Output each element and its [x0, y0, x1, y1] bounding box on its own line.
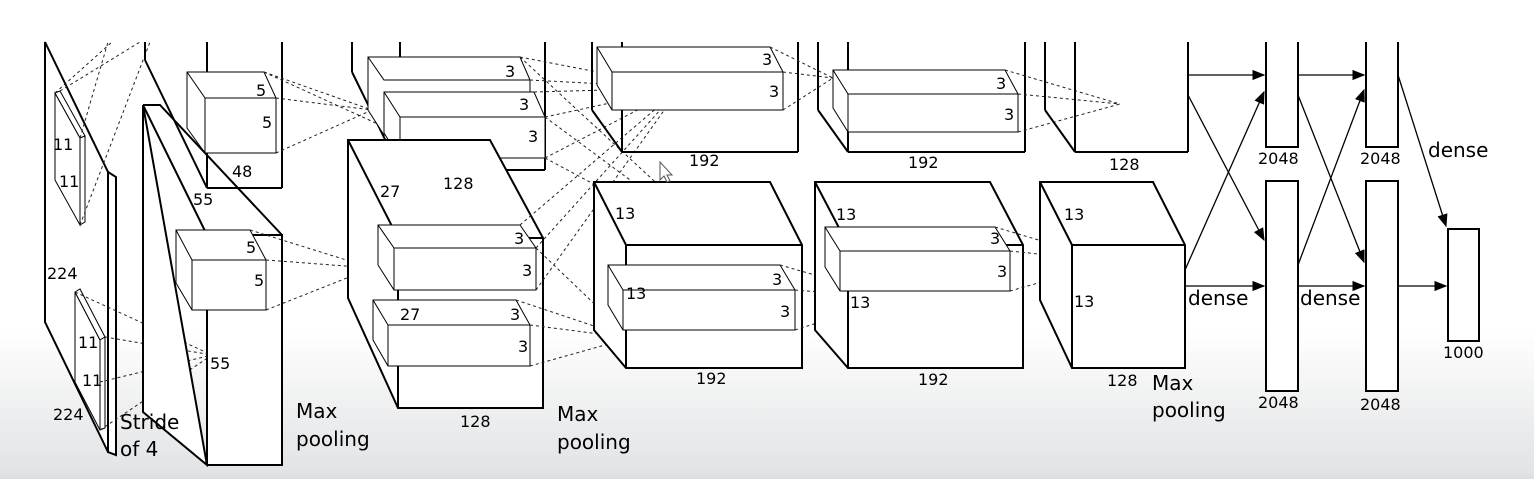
- conv1-kernel-label: 5: [262, 113, 272, 132]
- fc6-layer: [1265, 42, 1299, 392]
- conv2-kernel-label: 3: [518, 337, 528, 356]
- conv4-kernel-label: 3: [997, 262, 1007, 281]
- output-layer: [1447, 228, 1480, 342]
- conv2-depth-label: 128: [443, 174, 474, 193]
- conv1-output-side-label: 55: [210, 354, 230, 373]
- conv1-kernel-label: 5: [254, 271, 264, 290]
- conv2-kernel-label: 3: [528, 127, 538, 146]
- fc7-size-label: 2048: [1360, 149, 1401, 168]
- fc7-layer: [1365, 42, 1399, 392]
- conv3-kernel-label: 3: [780, 302, 790, 321]
- conv4-top-kernel: [832, 69, 1019, 133]
- conv1-to-conv2-connections: [249, 71, 381, 311]
- conv2-bottom-kernel-a: [377, 224, 537, 291]
- conv4-kernel-label: 3: [1004, 105, 1014, 124]
- fc6-size-label-2: 2048: [1258, 393, 1299, 412]
- conv5-bottom-volume: [1039, 181, 1186, 369]
- conv1-kernel-label: 5: [256, 81, 266, 100]
- conv4-inner-label: 13: [850, 293, 870, 312]
- max-pooling-label-2: pooling: [1152, 398, 1226, 422]
- conv2-kernel-label: 3: [510, 305, 520, 324]
- conv3-kernel-label: 3: [769, 82, 779, 101]
- conv3-top-kernel: [596, 46, 784, 111]
- output-bar: [1447, 228, 1480, 342]
- fc6-bottom-bar: [1265, 180, 1299, 392]
- fc-connections: [1184, 69, 1448, 292]
- mouse-cursor-icon: [659, 160, 674, 183]
- conv5-side-label: 13: [1064, 205, 1084, 224]
- conv5-inner-label: 13: [1074, 292, 1094, 311]
- conv3-kernel-label: 3: [762, 50, 772, 69]
- conv1-layer: [142, 42, 283, 468]
- conv3-layer: [591, 42, 803, 369]
- conv3-depth-label-2: 192: [696, 369, 727, 388]
- fc6-top-bar: [1265, 42, 1299, 148]
- conv2-depth-label-2: 128: [460, 412, 491, 431]
- conv2-bottom-kernel-b: [372, 299, 531, 367]
- kernel-label: 11: [59, 172, 79, 191]
- conv4-depth-label-2: 192: [918, 370, 949, 389]
- conv3-side-label: 13: [615, 204, 635, 223]
- conv3-depth-label: 192: [689, 151, 720, 170]
- conv4-depth-label: 192: [908, 153, 939, 172]
- input-size-label: 224: [47, 264, 78, 283]
- conv4-kernel-label: 3: [996, 74, 1006, 93]
- conv2-kernel-label: 3: [522, 261, 532, 280]
- conv4-side-label: 13: [836, 205, 856, 224]
- conv1-depth-label: 48: [232, 162, 252, 181]
- input-size-label-2: 224: [53, 405, 84, 424]
- dense-label: dense: [1428, 138, 1488, 162]
- kernel-label: 11: [82, 371, 102, 390]
- conv4-bottom-kernel: [824, 226, 1011, 292]
- conv1-side-label: 55: [193, 190, 213, 209]
- max-pooling-label-2: pooling: [296, 427, 370, 451]
- fc6-size-label: 2048: [1258, 149, 1299, 168]
- conv2-kernel-label: 3: [505, 62, 515, 81]
- stride-label-2: of 4: [120, 437, 158, 461]
- conv3-inner-label: 13: [626, 284, 646, 303]
- conv2-kernel-label: 3: [519, 95, 529, 114]
- fc7-bottom-bar: [1365, 180, 1399, 392]
- conv5-depth-label: 128: [1109, 155, 1140, 174]
- conv3-kernel-label: 3: [772, 270, 782, 289]
- conv5-layer: [1039, 42, 1189, 369]
- conv5-depth-label-2: 128: [1107, 371, 1138, 390]
- kernel-label: 11: [53, 135, 73, 154]
- output-size-label: 1000: [1443, 343, 1484, 362]
- conv2-kernel-label: 3: [514, 229, 524, 248]
- dense-label: dense: [1188, 286, 1248, 310]
- fc7-size-label-2: 2048: [1360, 395, 1401, 414]
- max-pooling-label: Max: [557, 402, 599, 426]
- dense-label: dense: [1300, 286, 1360, 310]
- conv2-side-label: 27: [380, 182, 400, 201]
- conv4-layer: [814, 42, 1026, 369]
- input-volume-side: [107, 170, 117, 457]
- kernel-label: 11: [78, 333, 98, 352]
- conv2-inner-label: 27: [400, 305, 420, 324]
- fc7-top-bar: [1365, 42, 1399, 148]
- input-layer: [44, 41, 117, 457]
- stride-label: Stride: [120, 410, 179, 434]
- max-pooling-label: Max: [1152, 371, 1194, 395]
- conv1-kernel-label: 5: [246, 238, 256, 257]
- max-pooling-label: Max: [296, 399, 338, 423]
- conv2-layer: [347, 42, 546, 409]
- labels: 224 224 11 11 11 11 Stride of 4 5 5 48 5…: [47, 50, 1488, 461]
- conv4-kernel-label: 3: [990, 229, 1000, 248]
- max-pooling-label-2: pooling: [557, 430, 631, 454]
